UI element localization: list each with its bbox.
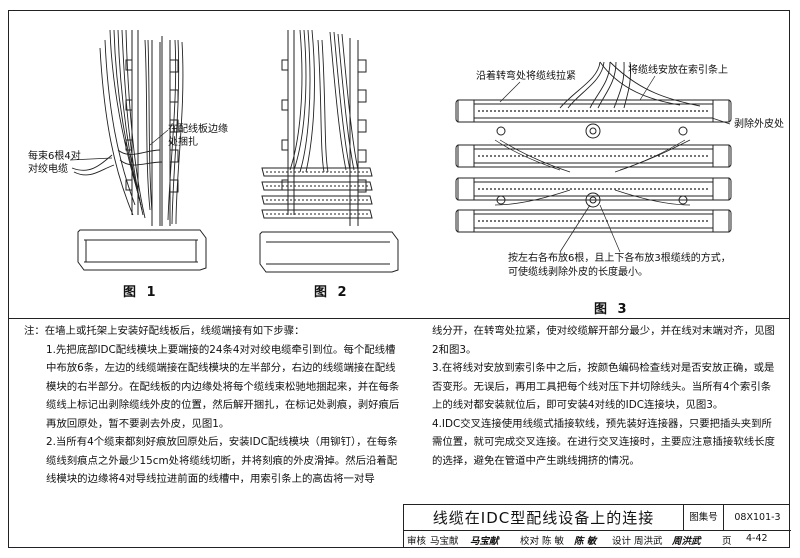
page-label: 页 xyxy=(722,536,732,547)
fig2-label: 图 2 xyxy=(314,285,350,300)
fig3-callout-pull-tight: 沿着转弯处将缆线拉紧 xyxy=(476,71,576,82)
title-block: 线缆在IDC型配线设备上的连接 图集号 08X101-3 审核 马宝献 马宝献 … xyxy=(403,504,791,548)
note-step-1: 1.先把底部IDC配线模块上要端接的24条4对对绞电缆牵引到位。每个配线槽中布放… xyxy=(46,343,400,430)
atlas-no: 08X101-3 xyxy=(724,505,791,531)
reviewer-signature: 马宝献 xyxy=(470,536,499,547)
drawing-frame xyxy=(8,10,790,548)
notes-right-column: 线分开，在转弯处拉紧，使对绞缆解开部分最少，并在线对末端对齐，见图2和图3。 3… xyxy=(432,322,780,470)
fig3-callout-strip-point: 剥除外皮处 xyxy=(734,119,784,130)
fig1-drawing xyxy=(69,29,207,271)
designer-signature: 周洪武 xyxy=(672,536,701,547)
fig3-callout-index-strip: 将缆线安放在索引条上 xyxy=(628,65,728,76)
designer-label: 设计 xyxy=(612,536,632,547)
notes-intro: 注：在墙上或托架上安装好配线板后，线缆端接有如下步骤： xyxy=(24,325,305,337)
drawing-title: 线缆在IDC型配线设备上的连接 xyxy=(404,505,684,531)
fig3-label: 图 3 xyxy=(594,302,630,317)
section-divider xyxy=(8,318,790,319)
fig1-callout-cable-bundle: 每束6根4对对绞电缆 xyxy=(28,151,81,175)
checker-signature: 陈 敏 xyxy=(574,536,597,547)
note-step-2: 2.当所有4个缆束都刻好痕放回原处后，安装IDC配线模块（用铆钉），在每条缆线刻… xyxy=(46,436,398,485)
note-step-3: 3.在将线对安放到索引条中之后，按颜色编码检查线对是否安放正确，或是否变形。无误… xyxy=(432,362,775,411)
note-step-2-continued: 线分开，在转弯处拉紧，使对绞缆解开部分最少，并在线对末端对齐，见图2和图3。 xyxy=(432,325,775,356)
signature-row: 审核 马宝献 马宝献 校对 陈 敏 陈 敏 设计 周洪武 周洪武 页 4-42 xyxy=(404,531,791,548)
notes-left-column: 注：在墙上或托架上安装好配线板后，线缆端接有如下步骤： 1.先把底部IDC配线模… xyxy=(24,322,404,489)
fig3-drawing xyxy=(455,61,732,253)
fig1-callout-tie-point: 在配线板边缘处捆扎 xyxy=(168,124,228,148)
reviewer-label: 审核 xyxy=(407,536,427,547)
checker-name: 陈 敏 xyxy=(542,536,565,547)
note-step-4: 4.IDC交叉连接使用线缆式插接软线，预先装好连接器，只要把插头夹到所需位置，就… xyxy=(432,417,775,467)
designer-name: 周洪武 xyxy=(634,536,663,547)
fig2-drawing xyxy=(259,29,399,273)
fig1-label: 图 1 xyxy=(123,285,159,300)
fig3-callout-layout-line1: 按左右各布放6根，且上下各布放3根缆线的方式， xyxy=(508,253,731,264)
atlas-no-label: 图集号 xyxy=(684,505,724,531)
page-no: 4-42 xyxy=(746,533,768,544)
fig3-callout-layout-line2: 可使缆线剥除外皮的长度最小。 xyxy=(508,267,648,278)
reviewer-name: 马宝献 xyxy=(430,536,459,547)
checker-label: 校对 xyxy=(520,536,540,547)
